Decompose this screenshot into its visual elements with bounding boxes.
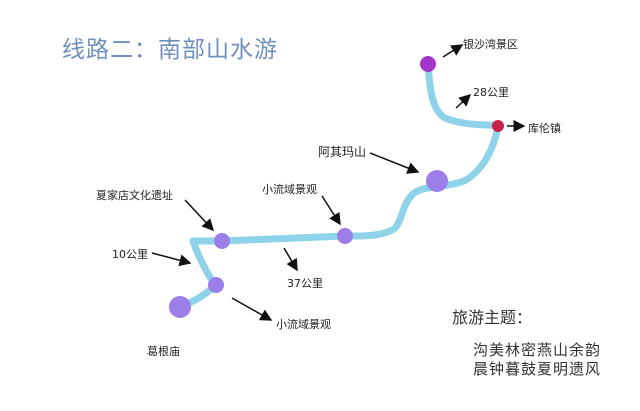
stop-aqima [426, 170, 448, 192]
arrow-37km [283, 247, 298, 272]
stop-kulun [492, 120, 504, 132]
label-yinsha: 银沙湾景区 [463, 38, 518, 51]
route-line [176, 60, 502, 311]
theme-heading: 旅游主题： [452, 308, 533, 327]
label-xiajia: 夏家店文化遗址 [96, 189, 173, 202]
arrow-28km [455, 93, 472, 109]
arrow-xiaoliu1 [321, 195, 341, 226]
stop-xiajia [214, 233, 230, 249]
label-10km: 10公里 [112, 248, 148, 261]
label-xiaoliu2: 小流域景观 [276, 318, 331, 331]
label-28km: 28公里 [473, 86, 509, 99]
stop-yinsha [420, 56, 436, 72]
arrow-xiaoliu2 [231, 297, 273, 321]
page-title: 线路二：南部山水游 [62, 37, 278, 63]
stop-gegen [169, 296, 191, 318]
label-aqima: 阿其玛山 [318, 145, 367, 159]
label-gegen: 葛根庙 [147, 345, 180, 358]
stop-xiaoliu2 [208, 277, 224, 293]
arrow-aqima [369, 152, 420, 174]
label-37km: 37公里 [287, 277, 323, 290]
arrow-yinsha [442, 44, 464, 58]
theme-line-2: 晨钟暮鼓夏明遗风 [473, 360, 602, 378]
arrow-xiajia [184, 199, 215, 232]
label-xiaoliu1: 小流域景观 [262, 183, 317, 196]
theme-line-1: 沟美林密燕山余韵 [473, 341, 602, 359]
stop-xiaoliu1 [337, 228, 353, 244]
label-kulun: 库伦镇 [528, 122, 561, 135]
arrow-10km [151, 252, 192, 267]
